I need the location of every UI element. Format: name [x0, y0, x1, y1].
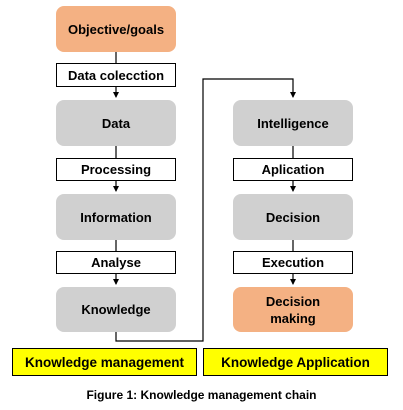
processing-label: Processing: [80, 162, 152, 177]
analyse-box: Analyse: [56, 251, 176, 274]
knowledge-application-band: Knowledge Application: [203, 348, 388, 376]
knowledge-box: Knowledge: [56, 287, 176, 332]
intelligence-box: Intelligence: [233, 100, 353, 146]
data-collection-label: Data colecction: [67, 67, 165, 83]
objective-goals-box: Objective/goals: [56, 6, 176, 52]
information-label: Information: [80, 209, 152, 225]
elbow-knowledge-to-intelligence: [115, 78, 296, 342]
intelligence-label: Intelligence: [257, 115, 329, 131]
knowledge-management-label: Knowledge management: [24, 354, 185, 370]
decision-making-box: Decision making: [233, 287, 353, 332]
execution-label: Execution: [261, 255, 325, 270]
application-label: Aplication: [261, 162, 325, 177]
knowledge-application-label: Knowledge Application: [221, 354, 370, 370]
data-box: Data: [56, 100, 176, 146]
knowledge-label: Knowledge: [81, 302, 151, 317]
processing-box: Processing: [56, 158, 176, 181]
knowledge-management-band: Knowledge management: [12, 348, 197, 376]
analyse-label: Analyse: [91, 255, 141, 270]
data-collection-box: Data colecction: [56, 63, 176, 87]
execution-box: Execution: [233, 251, 353, 274]
decision-box: Decision: [233, 194, 353, 240]
data-label: Data: [101, 115, 131, 131]
figure-caption: Figure 1: Knowledge management chain: [86, 388, 317, 402]
decision-label: Decision: [265, 209, 321, 225]
application-box: Aplication: [233, 158, 353, 181]
objective-goals-label: Objective/goals: [67, 21, 165, 37]
decision-making-label: Decision making: [265, 293, 321, 326]
information-box: Information: [56, 194, 176, 240]
